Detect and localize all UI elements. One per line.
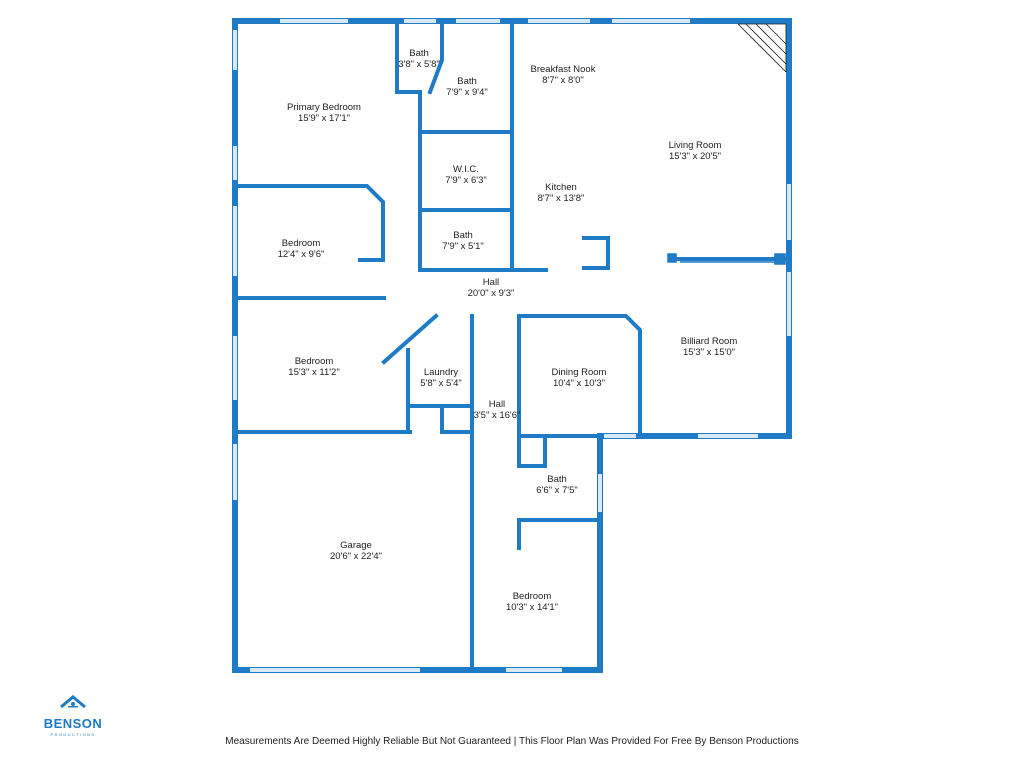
room-dimensions: 15'3" x 20'5" [668,151,722,162]
room-name: Billiard Room [680,336,738,347]
room-name: Bath [547,474,567,485]
room-label-breakfast-nook: Breakfast Nook 8'7" x 8'0" [531,64,596,86]
room-name: Bedroom [281,238,321,249]
room-label-bedroom-a: Bedroom 12'4" x 9'6" [278,238,325,260]
sliding-door [667,253,786,265]
room-name: W.I.C. [453,164,479,175]
room-dimensions: 7'9" x 5'1" [442,241,484,252]
room-dimensions: 15'3" x 11'2" [288,367,340,378]
room-name: Hall [482,277,500,288]
room-name: Breakfast Nook [530,64,596,75]
room-name: Bedroom [294,356,334,367]
benson-logo: BENSON PRODUCTIONS [36,694,110,737]
room-label-hall-main: Hall 20'0" x 9'3" [468,277,515,299]
room-label-dining-room: Dining Room 10'4" x 10'3" [552,367,607,389]
room-label-bath-primary: Bath 7'9" x 9'4" [446,76,488,98]
room-dimensions: 15'3" x 15'0" [682,347,736,358]
room-label-kitchen: Kitchen 8'7" x 13'8" [538,182,585,204]
room-dimensions: 3'8" x 5'8" [398,59,440,70]
room-dimensions: 10'4" x 10'3" [552,378,606,389]
room-label-wic: W.I.C. 7'9" x 6'3" [445,164,487,186]
room-label-hall-side: Hall 3'5" x 16'6" [474,399,521,421]
interior-walls [233,19,791,672]
room-name: Living Room [668,140,722,151]
room-dimensions: 12'4" x 9'6" [277,249,325,260]
room-dimensions: 6'6" x 7'5" [536,485,578,496]
room-dimensions: 20'6" x 22'4" [329,551,383,562]
logo-brand: BENSON [43,716,103,731]
room-label-bedroom-b: Bedroom 15'3" x 11'2" [288,356,339,378]
room-dimensions: 7'9" x 6'3" [445,175,487,186]
room-dimensions: 20'0" x 9'3" [467,288,515,299]
fireplace-icon [737,23,787,73]
room-name: Bath [457,76,477,87]
room-label-laundry: Laundry 5'8" x 5'4" [420,367,462,389]
room-label-bath-small: Bath 3'8" x 5'8" [398,48,440,70]
windows [233,19,791,672]
room-label-bath-c: Bath 7'9" x 5'1" [442,230,484,252]
room-name: Bath [409,48,429,59]
room-dimensions: 15'9" x 17'1" [297,113,351,124]
room-name: Bedroom [512,591,552,602]
room-name: Primary Bedroom [287,102,361,113]
room-label-bedroom-c: Bedroom 10'3" x 14'1" [506,591,558,613]
room-name: Bath [453,230,473,241]
room-name: Hall [488,399,506,410]
room-dimensions: 5'8" x 5'4" [420,378,462,389]
room-dimensions: 7'9" x 9'4" [446,87,488,98]
room-label-living-room: Living Room 15'3" x 20'5" [669,140,722,162]
room-name: Dining Room [551,367,607,378]
room-label-garage: Garage 20'6" x 22'4" [330,540,382,562]
room-name: Laundry [423,367,459,378]
logo-subtitle: PRODUCTIONS [50,732,96,737]
house-roof-icon [60,695,86,709]
room-dimensions: 8'7" x 8'0" [542,75,584,86]
room-dimensions: 3'5" x 16'6" [473,410,521,421]
room-dimensions: 8'7" x 13'8" [537,193,585,204]
footer-disclaimer: Measurements Are Deemed Highly Reliable … [225,736,799,747]
room-label-primary-bedroom: Primary Bedroom 15'9" x 17'1" [287,102,361,124]
room-label-bath-d: Bath 6'6" x 7'5" [536,474,578,496]
room-dimensions: 10'3" x 14'1" [505,602,559,613]
room-name: Garage [340,540,372,551]
room-label-billiard-room: Billiard Room 15'3" x 15'0" [681,336,738,358]
room-name: Kitchen [545,182,577,193]
